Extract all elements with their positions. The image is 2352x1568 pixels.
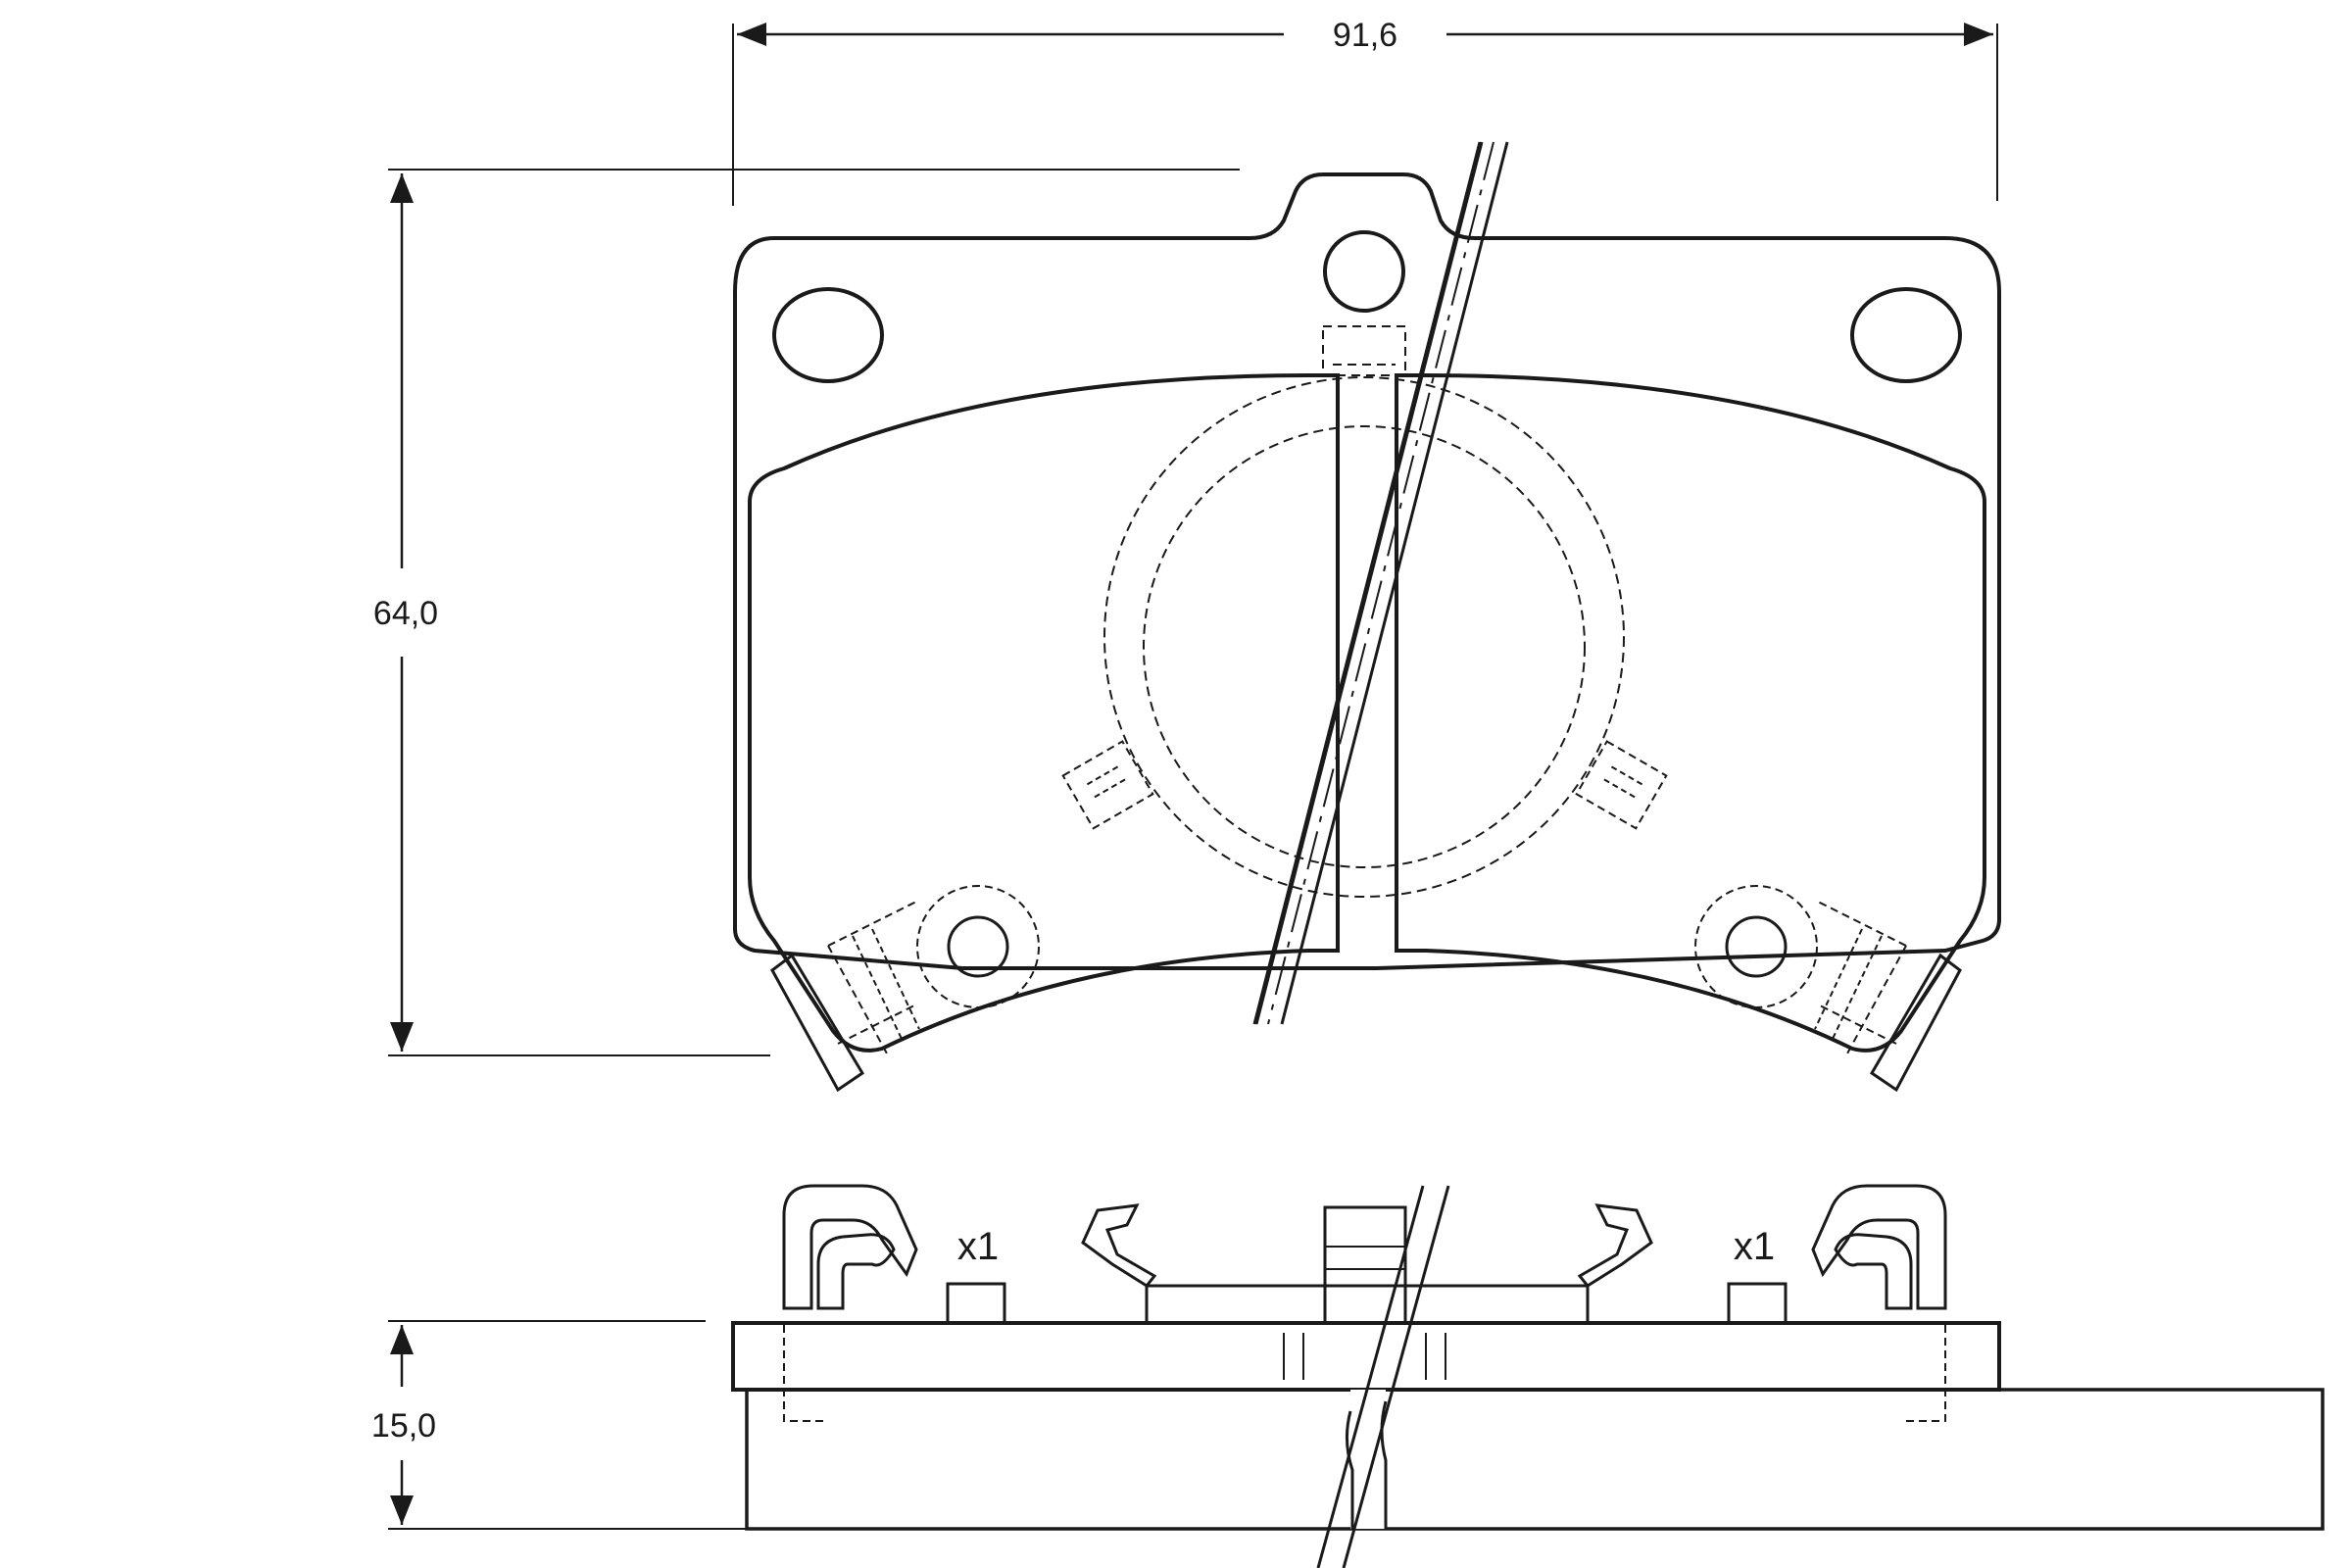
side-backing-plate [731,1321,2001,1392]
height-label: 64,0 [373,595,438,632]
center-mounting-hole [1323,230,1405,313]
left-clip-block [946,1282,1006,1325]
anti-rattle-clips [782,1184,1947,1325]
width-dimension: 91,6 [732,17,1998,206]
friction-pad [748,373,1986,1053]
left-clip-quantity: x1 [957,1225,999,1268]
side-view [731,1321,2325,1531]
thickness-dimension: 15,0 [371,1320,751,1530]
right-guide-pin [1725,915,1788,978]
left-guide-pin [947,915,1009,978]
center-shim [1145,1284,1590,1325]
break-lines-side [1316,1185,1450,1568]
right-clip-quantity: x1 [1734,1225,1775,1268]
left-spring-clip [782,1184,918,1310]
guide-pins [827,885,1907,1054]
side-friction-material [745,1388,2325,1531]
right-spring-clip [1811,1184,1947,1310]
break-lines-front [1252,141,1509,1025]
height-dimension: 64,0 [373,169,1240,1056]
right-clip-block [1727,1282,1788,1325]
right-mounting-hole [1850,287,1962,383]
thickness-label: 15,0 [371,1407,436,1445]
backing-plate [733,172,2001,1093]
left-mounting-hole [772,287,884,383]
mounting-holes [772,230,1962,383]
hidden-piston-outline [1061,376,1668,898]
width-label: 91,6 [1333,17,1397,54]
